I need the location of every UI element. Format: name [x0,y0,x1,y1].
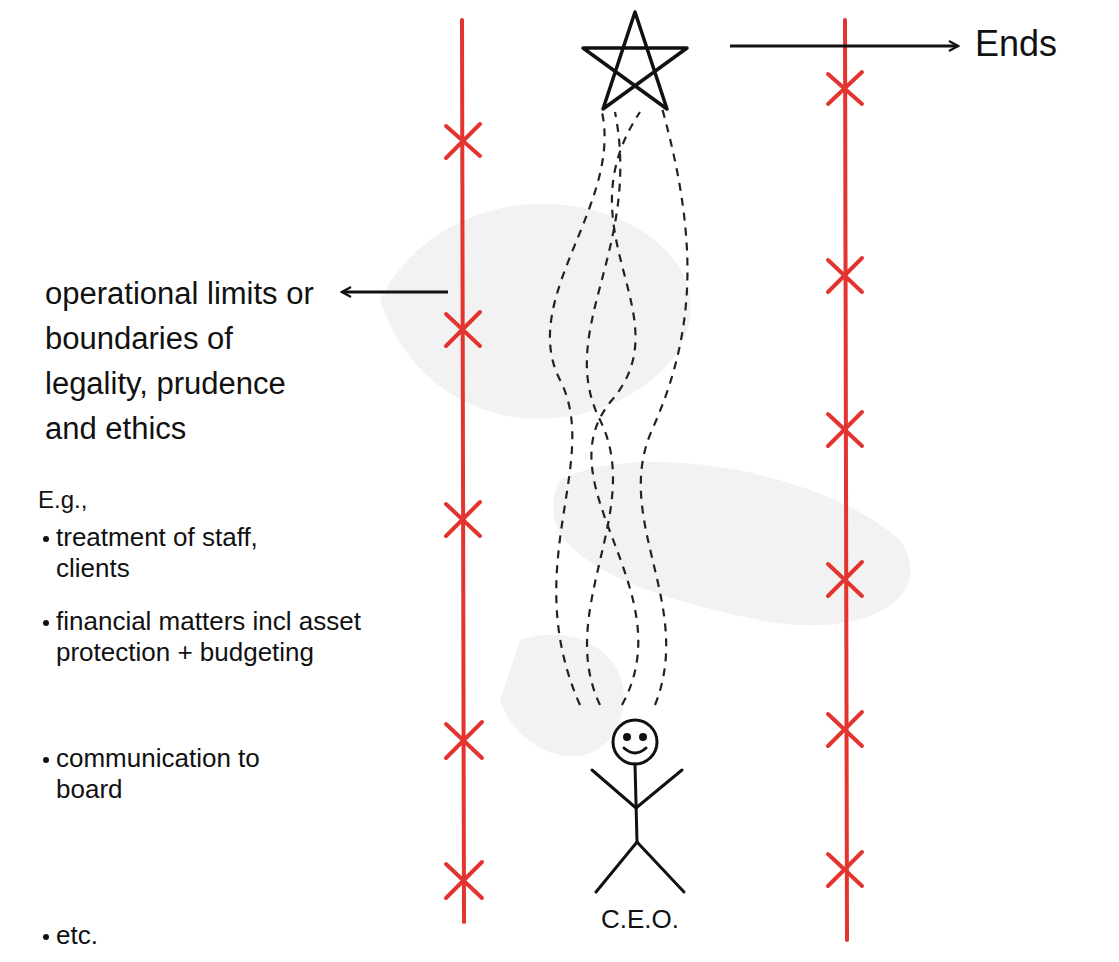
x-mark [828,258,862,292]
bullet-dot [43,536,49,542]
figure-legs [596,842,684,892]
ceo-label: C.E.O. [560,904,720,935]
background-blob [500,635,624,756]
background-blob [380,204,691,419]
limits-arrow [342,291,448,294]
example-item: communication to board [56,743,281,805]
bullet-dot [43,934,49,940]
figure-eye [641,735,646,740]
dashed-path [550,112,605,705]
left-boundary [446,20,482,922]
dashed-paths [550,108,688,705]
limits-note: operational limits or boundaries of lega… [45,272,330,452]
figure-body [635,764,637,842]
bullet-dot [43,757,49,763]
x-mark [828,712,862,746]
example-item: financial matters incl asset protection … [56,606,386,668]
ceo-figure [592,720,684,892]
example-item: etc. [56,920,98,951]
x-mark [446,502,480,536]
right-boundary [828,20,862,940]
x-mark [446,862,482,898]
ends-arrow [730,45,958,48]
example-item: treatment of staff, clients [56,522,271,584]
figure-head [613,720,657,764]
background-blobs [380,204,911,757]
x-mark [828,562,862,596]
bullet-dot [43,620,49,626]
bullets [43,536,49,940]
figure-eye [625,735,630,740]
x-mark [446,722,482,758]
dashed-path [591,112,640,705]
x-mark [828,72,862,104]
example-heading: E.g., [38,486,87,515]
background-blob [553,462,911,625]
dashed-path [641,108,688,705]
boundary-line [845,20,847,940]
star-goal [583,12,687,109]
boundary-line [462,20,464,922]
x-mark [446,312,480,346]
figure-arms [592,770,682,808]
ends-label: Ends [975,22,1057,65]
figure-smile [624,748,646,753]
dashed-path [587,112,620,705]
x-mark [446,124,480,158]
x-mark [828,852,862,886]
x-mark [828,412,862,446]
